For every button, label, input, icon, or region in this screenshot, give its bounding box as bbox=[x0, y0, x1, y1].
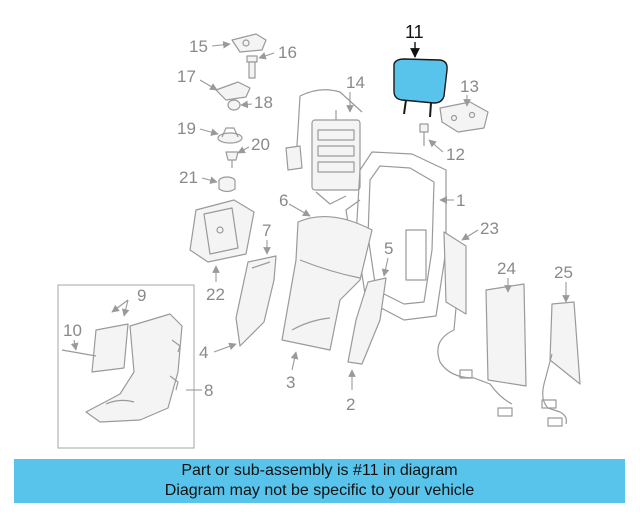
panel-part-25 bbox=[541, 301, 581, 427]
callout-12: 12 bbox=[446, 145, 465, 164]
callout-20: 20 bbox=[251, 135, 270, 154]
bracket-part-15 bbox=[231, 33, 267, 53]
info-banner: Part or sub-assembly is #11 in diagram D… bbox=[14, 459, 625, 503]
mount-part-19 bbox=[217, 127, 243, 144]
bumper-part-21 bbox=[218, 176, 236, 193]
banner-line-1: Part or sub-assembly is #11 in diagram bbox=[181, 462, 458, 479]
callout-2: 2 bbox=[346, 395, 355, 414]
callout-1: 1 bbox=[456, 191, 465, 210]
callout-21: 21 bbox=[179, 168, 198, 187]
banner-line-2: Diagram may not be specific to your vehi… bbox=[164, 482, 475, 499]
callout-3: 3 bbox=[286, 373, 295, 392]
fastener-part-20 bbox=[225, 151, 239, 168]
headrest-part-11[interactable] bbox=[393, 58, 448, 118]
frame-mechanism-part-14 bbox=[285, 89, 363, 205]
callout-11: 11 bbox=[405, 22, 424, 42]
callout-19: 19 bbox=[177, 119, 196, 138]
side-bolster-part-5 bbox=[347, 277, 387, 365]
bracket-part-13 bbox=[439, 101, 489, 133]
bolt-part-16 bbox=[246, 55, 258, 79]
callout-15: 15 bbox=[189, 37, 208, 56]
callout-10: 10 bbox=[63, 321, 82, 340]
side-bolster-part-7 bbox=[235, 255, 277, 347]
callout-7: 7 bbox=[262, 221, 271, 240]
callout-5: 5 bbox=[384, 239, 393, 258]
cushion-part-22 bbox=[189, 199, 255, 263]
callout-8: 8 bbox=[204, 381, 213, 400]
callout-17: 17 bbox=[177, 67, 196, 86]
callout-13: 13 bbox=[460, 77, 479, 96]
callout-9: 9 bbox=[137, 286, 146, 305]
callout-22: 22 bbox=[206, 285, 225, 304]
inset-box bbox=[57, 284, 195, 449]
guide-part-12 bbox=[419, 123, 429, 146]
panel-part-24 bbox=[485, 283, 527, 387]
parts-diagram: 11 15 16 17 18 19 20 21 bbox=[57, 22, 581, 449]
callout-24: 24 bbox=[497, 259, 516, 278]
callout-6: 6 bbox=[279, 191, 288, 210]
callout-16: 16 bbox=[278, 43, 297, 62]
callout-18: 18 bbox=[254, 93, 273, 112]
clip-part-17 bbox=[215, 81, 251, 101]
callout-14: 14 bbox=[346, 73, 365, 92]
callout-23: 23 bbox=[480, 219, 499, 238]
harness-part-23 bbox=[437, 231, 513, 417]
seatback-pad-part-6 bbox=[281, 216, 373, 351]
callout-4: 4 bbox=[199, 343, 208, 362]
grommet-part-18 bbox=[227, 99, 241, 111]
callout-25: 25 bbox=[554, 263, 573, 282]
